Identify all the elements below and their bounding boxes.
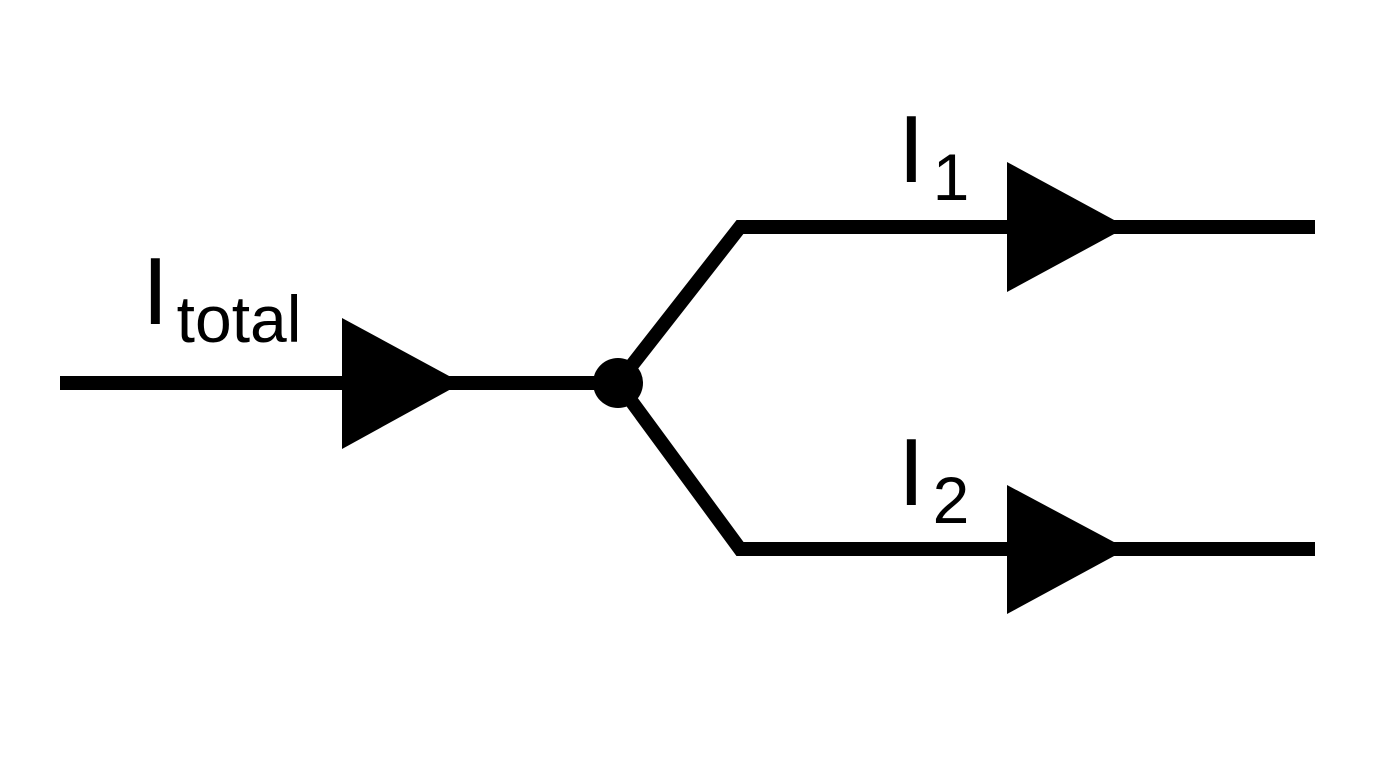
upper-branch-arrow (1007, 162, 1127, 292)
junction-node (593, 358, 643, 408)
incoming-current-arrow (342, 318, 462, 449)
total-current-symbol: I (142, 238, 169, 345)
upper-branch-wire (612, 220, 1315, 388)
branch-1-current-subscript: 1 (933, 140, 970, 214)
branch-2-current-symbol: I (898, 419, 925, 526)
lower-branch-arrow (1007, 485, 1127, 614)
branch-1-current-symbol: I (898, 96, 925, 203)
total-current-subscript: total (177, 282, 302, 356)
branch-2-current-subscript: 2 (933, 463, 970, 537)
